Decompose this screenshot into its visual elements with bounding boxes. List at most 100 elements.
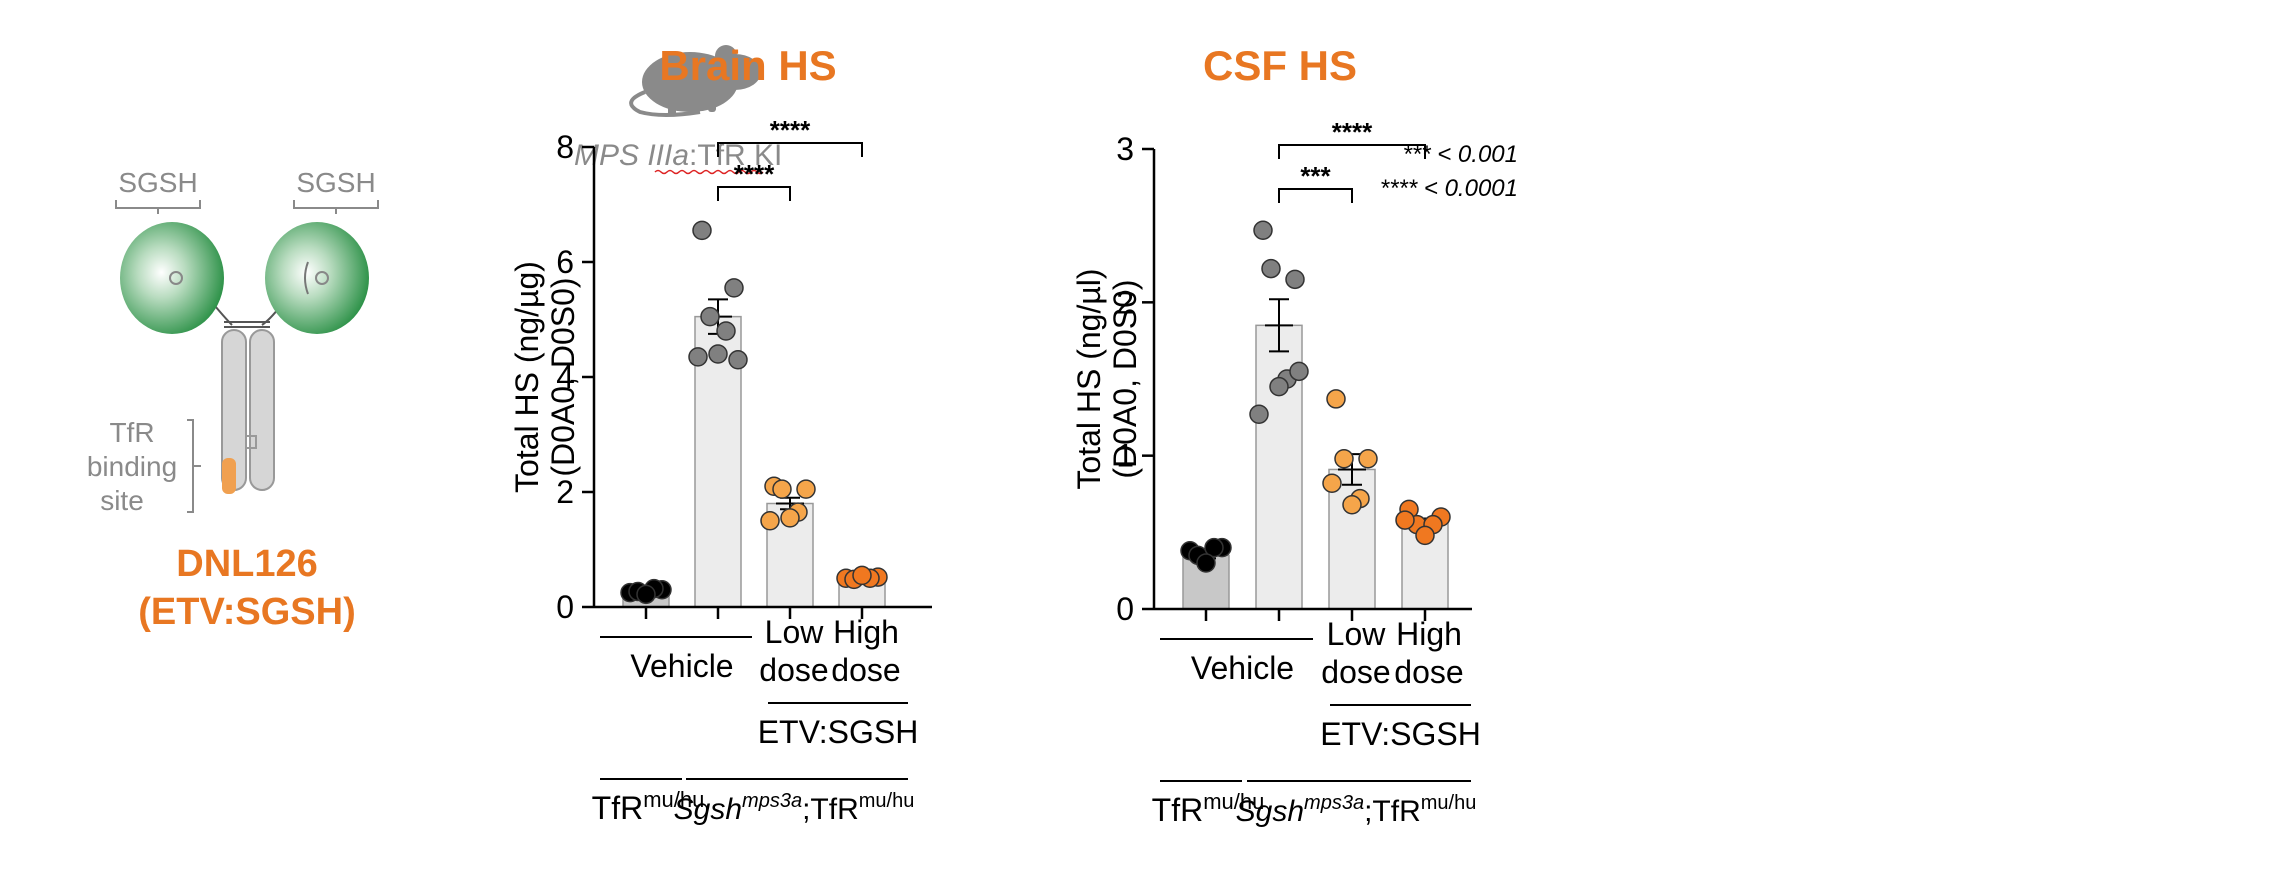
enzyme-site-right [315,271,329,285]
csf-point-0-4 [1196,553,1216,573]
csf-point-2-0 [1326,389,1346,409]
brain-point-1-2 [700,306,720,327]
csf-vehicle-label: Vehicle [1191,650,1294,686]
csf-point-1-6 [1289,361,1309,382]
csf-ylabel-2: (D0A0, D0S0) [1107,279,1143,478]
brain-sgsh-genotype-tfr-sup: mu/hu [859,790,915,812]
csf-ytick-label-0: 0 [1116,591,1134,627]
tfr-bracket [187,419,201,513]
csf-sig-bracket-1 [1278,188,1353,203]
brain-sig-bracket-0 [717,142,863,157]
brain-ylabel-1: Total HS (ng/µg) [509,261,545,493]
sgsh-label-right: SGSH [296,167,375,198]
brain-sig-label-1: **** [734,159,775,189]
brain-ytick-label-2: 4 [556,359,574,395]
csf-ytick-label-1: 1 [1116,438,1134,474]
brain-point-1-3 [716,321,736,341]
csf-point-1-0 [1253,220,1273,241]
brain-sig-label-0: **** [770,115,811,145]
drug-subtitle: (ETV:SGSH) [138,591,355,633]
brain-point-1-0 [692,220,712,241]
tfr-label-3: site [100,485,144,516]
csf-sgsh-genotype-tfr-sup: mu/hu [1421,792,1477,814]
brain-point-1-5 [688,347,708,367]
csf-hs-chart: CSF HS Total HS (ng/µl)(D0A0, D0S0) 0 1 2 3 **… [1071,42,1481,828]
brain-sig-bracket-1 [717,186,791,201]
brain-sgsh-genotype-base: Sgsh [674,793,742,826]
sgsh-bracket-right [293,200,379,214]
csf-point-2-1 [1358,448,1378,469]
brain-ytick-label-4: 8 [556,129,574,165]
csf-point-0-3 [1204,537,1224,558]
drug-name: DNL126 [176,543,318,585]
tfr-label-1: TfR [109,417,154,448]
antibody-diagram: SGSH SGSH TfR binding site DNL126 (ETV:S… [87,167,379,633]
brain-high-label-2: dose [831,652,900,688]
csf-sig-label-1: *** [1300,161,1331,191]
brain-ylabel-2: (D0A0, D0S0) [545,277,581,476]
csf-chart-title: CSF HS [1203,42,1357,89]
brain-ytick-label-3: 6 [556,244,574,280]
brain-high-label-1: High [833,614,899,650]
csf-point-2-2 [1334,448,1354,469]
csf-point-1-1 [1285,269,1305,290]
brain-ytick-label-0: 0 [556,589,574,625]
brain-ytick-label-1: 2 [556,474,574,510]
brain-low-label-1: Low [765,614,825,650]
tfr-label-2: binding [87,451,177,482]
brain-low-label-2: dose [759,652,828,688]
tfr-binding-notch [246,435,257,449]
csf-ylabel-1: Total HS (ng/µl) [1071,268,1107,489]
enzyme-cleft-right [304,261,309,295]
csf-point-2-5 [1322,473,1342,494]
brain-etv-label: ETV:SGSH [758,714,919,750]
csf-point-2-4 [1342,494,1362,515]
brain-point-0-4 [636,584,656,605]
csf-point-1-2 [1261,258,1281,279]
pvalue-legend-2: **** < 0.0001 [1380,175,1518,202]
sgsh-enzyme-left [120,222,224,334]
csf-tfr-genotype: TfRmu/hu [1152,789,1265,828]
csf-low-label-2: dose [1321,654,1390,690]
brain-point-2-1 [796,479,816,499]
brain-point-1-1 [724,278,744,298]
fc-arm-right [249,329,275,491]
csf-point-3-4 [1415,525,1435,546]
csf-tfr-genotype-sup: mu/hu [1203,789,1264,814]
brain-point-2-4 [780,508,800,528]
brain-point-1-4 [708,344,728,364]
csf-sgsh-genotype: Sgshmps3a;TfRmu/hu [1236,792,1477,828]
csf-sig-bracket-0 [1278,144,1426,159]
brain-tfr-genotype-sup: mu/hu [643,787,704,812]
csf-high-label-1: High [1396,616,1462,652]
tfr-binding-site [222,458,236,494]
csf-tfr-genotype-base: TfR [1152,792,1204,828]
brain-chart-title: Brain HS [659,42,836,89]
csf-sgsh-genotype-sup: mps3a [1304,792,1364,814]
brain-tfr-genotype-base: TfR [592,790,644,826]
sgsh-label-left: SGSH [118,167,197,198]
csf-point-1-5 [1249,404,1269,425]
brain-point-2-2 [772,479,792,499]
csf-ytick-label-3: 3 [1116,131,1134,167]
brain-point-3-4 [852,565,872,586]
brain-point-1-6 [728,350,748,370]
csf-etv-label: ETV:SGSH [1320,716,1481,752]
csf-sgsh-genotype-base: Sgsh [1236,795,1304,828]
mouse-model-tfr: :TfR KI [689,139,782,172]
brain-point-2-5 [760,511,780,531]
mouse-model-italic: MPS IIIa [574,139,689,172]
brain-sgsh-genotype-tfr: ;TfR [802,793,859,826]
brain-sgsh-genotype-sup: mps3a [742,790,802,812]
sgsh-bracket-left [115,200,201,214]
brain-tfr-genotype: TfRmu/hu [592,787,705,826]
enzyme-site-left [169,271,183,285]
spellcheck-underline [654,169,764,175]
brain-vehicle-label: Vehicle [630,648,733,684]
csf-ytick-label-2: 2 [1116,284,1134,320]
csf-sgsh-genotype-tfr: ;TfR [1364,795,1421,828]
brain-hs-chart: Brain HS Total HS (ng/µg)(D0A0, D0S0) 0 2 4 6… [509,42,932,826]
csf-sig-label-0: **** [1332,117,1373,147]
